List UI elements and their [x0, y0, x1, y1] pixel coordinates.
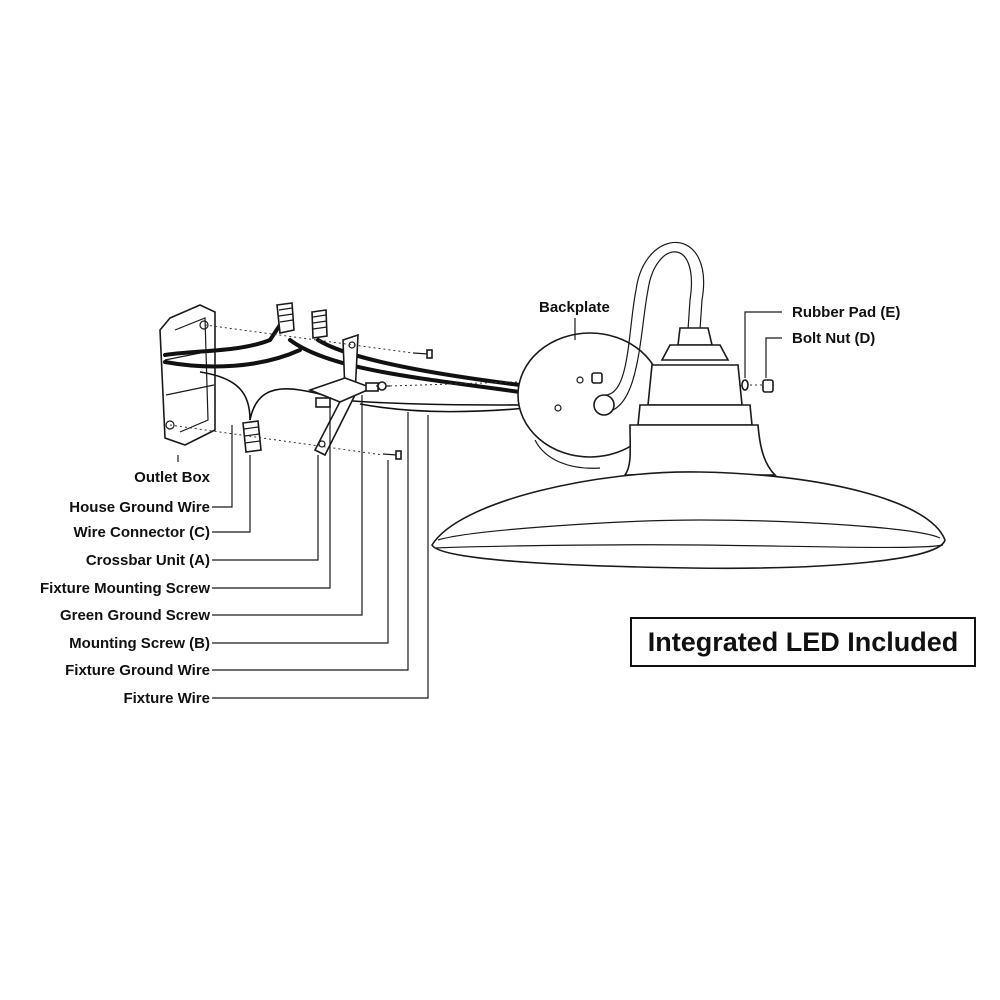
label-green-ground-screw: Green Ground Screw [60, 607, 210, 624]
mounting-screw-top [412, 349, 433, 359]
label-wire-connector: Wire Connector (C) [73, 524, 210, 541]
label-house-ground-wire: House Ground Wire [69, 499, 210, 516]
wire-connector-top-right [311, 309, 328, 339]
crossbar-unit [307, 333, 379, 457]
label-backplate: Backplate [539, 299, 610, 316]
lamp-shade [431, 364, 946, 570]
mounting-screw-bottom [382, 450, 402, 460]
leader-lines [177, 311, 782, 699]
label-fixture-mounting-screw: Fixture Mounting Screw [40, 580, 210, 597]
label-outlet-box: Outlet Box [134, 469, 210, 486]
label-fixture-ground-wire: Fixture Ground Wire [65, 662, 210, 679]
wire-connector-top-left [276, 302, 295, 334]
integrated-led-banner: Integrated LED Included [630, 617, 976, 667]
gooseneck-arm [593, 241, 730, 416]
label-crossbar-unit: Crossbar Unit (A) [86, 552, 210, 569]
fixture-mounting-screw [376, 381, 390, 391]
alignment-lines [169, 324, 765, 456]
label-mounting-screw: Mounting Screw (B) [69, 635, 210, 652]
label-bolt-nut: Bolt Nut (D) [792, 330, 875, 347]
wire-connector-bottom [242, 420, 262, 453]
outlet-box [159, 304, 216, 446]
label-rubber-pad: Rubber Pad (E) [792, 304, 900, 321]
bolt-nut [762, 379, 774, 393]
rubber-pad [741, 379, 749, 391]
label-fixture-wire: Fixture Wire [123, 690, 210, 707]
